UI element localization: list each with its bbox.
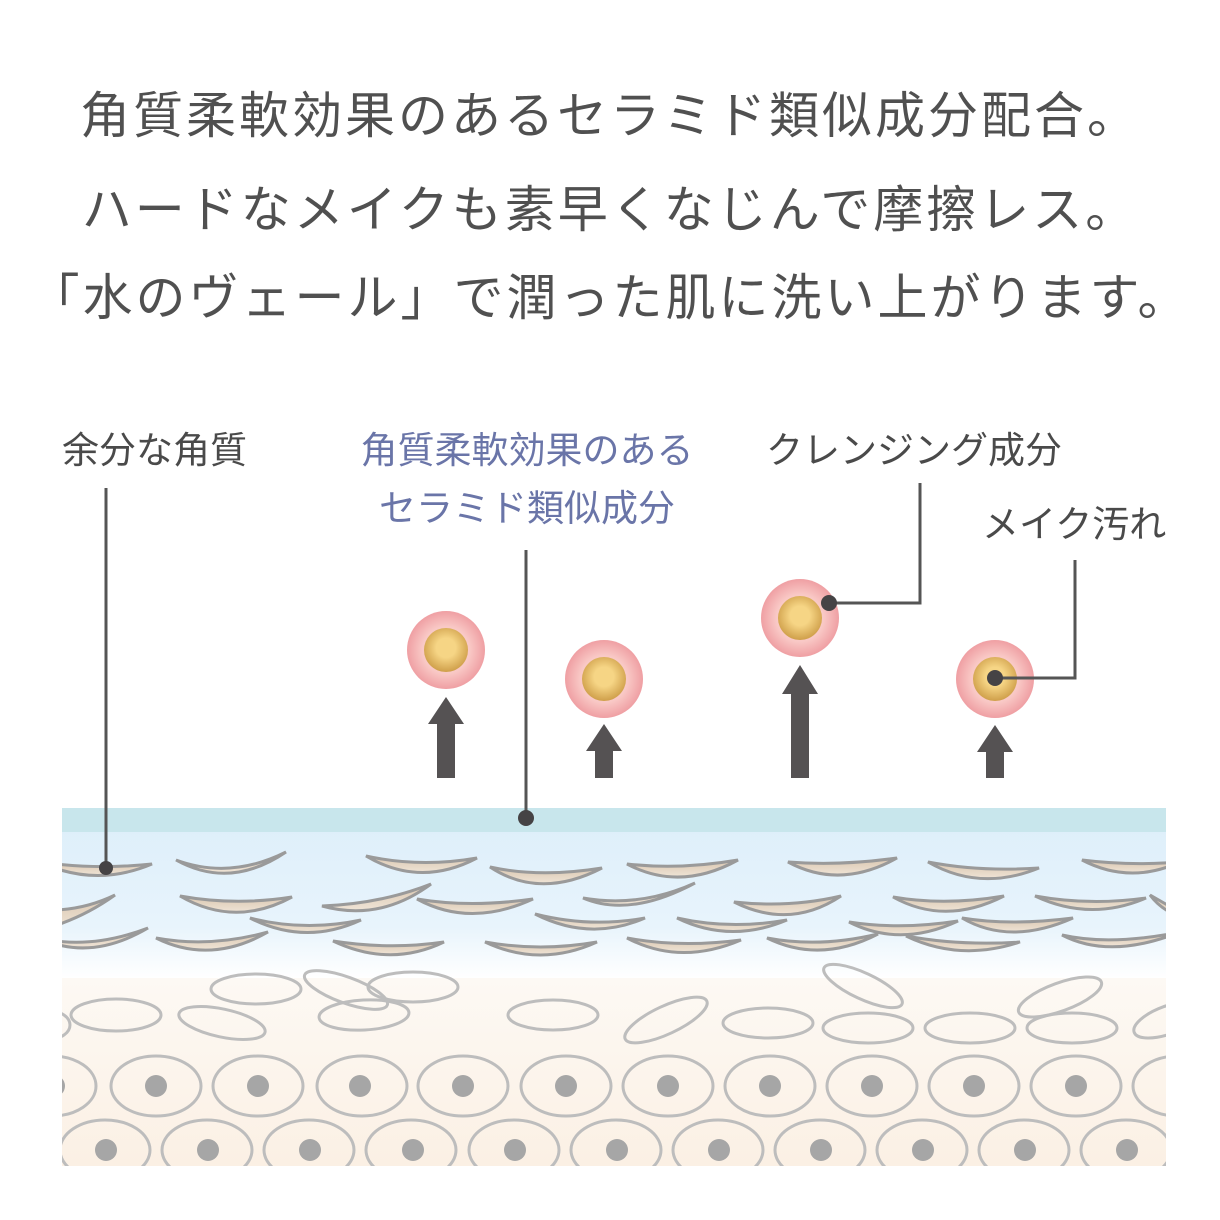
particle-2 [565, 640, 643, 718]
particle-1 [407, 611, 485, 689]
horny-layer [62, 808, 1166, 978]
makeup-dirt-icon [424, 628, 468, 672]
particle-3 [761, 579, 839, 657]
leader-makeup [995, 560, 1077, 680]
dermis-layer [62, 978, 1166, 1166]
keratin-scales [62, 850, 1166, 957]
headline-line-1: 角質柔軟効果のあるセラミド類似成分配合。 [80, 87, 1140, 145]
skin-cross-section [62, 808, 1166, 1166]
nuclei-row-2 [95, 1139, 1138, 1161]
leader-cleansing [829, 483, 922, 605]
nuclei-row-1 [62, 1075, 1087, 1097]
arrow-up-icon [977, 725, 1013, 778]
arrow-up-icon [586, 724, 622, 778]
label-makeup-dirt: メイク汚れ [982, 503, 1167, 546]
arrow-up-icon [428, 697, 464, 778]
arrows [428, 665, 1013, 778]
leader-lines [104, 483, 1077, 868]
water-veil-band [62, 808, 1166, 832]
label-excess-keratin: 余分な角質 [62, 429, 247, 472]
leader-dot [821, 595, 837, 611]
nucleated-cells-row-1 [62, 1054, 1166, 1118]
label-cleansing: クレンジング成分 [766, 429, 1062, 472]
headline-line-2: ハードなメイクも素早くなじんで摩擦レス。 [81, 181, 1139, 239]
flat-cells [62, 962, 1166, 1045]
makeup-dirt-icon [582, 657, 626, 701]
headline-line-3: 「水のヴェール」で潤った肌に洗い上がります。 [29, 269, 1191, 327]
label-ceramide-line-1: 角質柔軟効果のある [360, 429, 694, 472]
leader-dot [987, 670, 1003, 686]
leader-dot [99, 861, 113, 875]
leader-dot [518, 810, 534, 826]
nucleated-cells-row-2 [62, 1118, 1166, 1166]
leader-dots [99, 595, 1003, 875]
makeup-dirt-icon [778, 596, 822, 640]
label-ceramide-line-2: セラミド類似成分 [379, 487, 675, 530]
arrow-up-icon [782, 665, 818, 778]
